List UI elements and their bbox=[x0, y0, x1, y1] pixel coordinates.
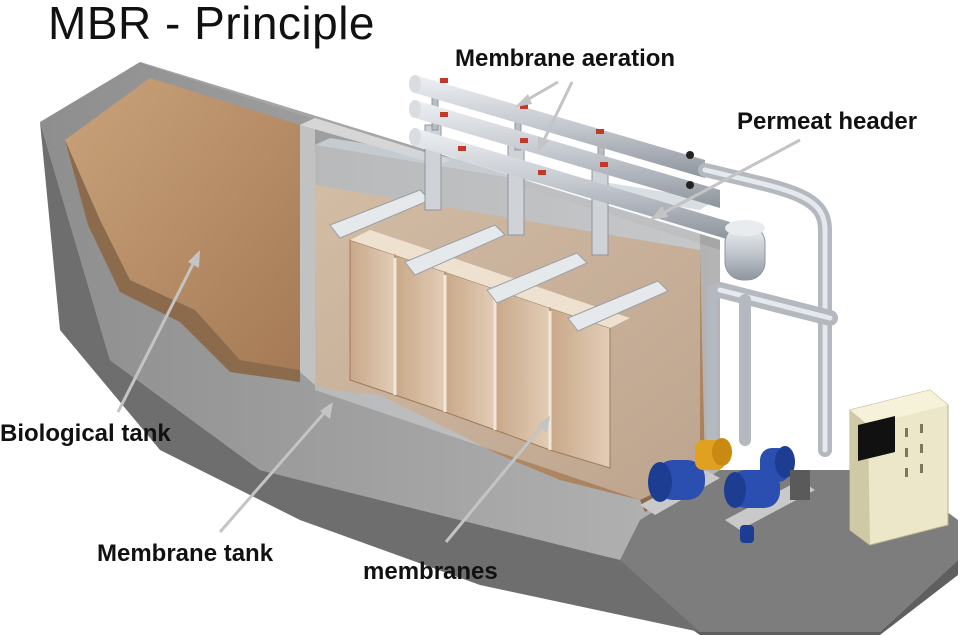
arrow-membrane-aeration-left bbox=[515, 80, 559, 107]
permeate-vessel bbox=[724, 220, 766, 281]
label-membrane-tank: Membrane tank bbox=[97, 540, 274, 567]
support-beams bbox=[329, 189, 669, 332]
arrow-membranes bbox=[444, 416, 550, 543]
label-biological-tank: Biological tank bbox=[0, 420, 171, 447]
membrane-module bbox=[349, 230, 415, 396]
callout-arrows bbox=[116, 80, 801, 543]
membrane-modules bbox=[349, 230, 630, 469]
label-permeat-header: Permeat header bbox=[737, 108, 918, 135]
biological-tank-sludge bbox=[65, 78, 300, 382]
page-title: MBR - Principle bbox=[48, 0, 376, 49]
pump-left bbox=[640, 438, 732, 515]
return-pipes bbox=[698, 163, 838, 460]
arrow-membrane-tank bbox=[218, 402, 333, 533]
label-membrane-aeration: Membrane aeration bbox=[455, 45, 676, 72]
pump-right bbox=[724, 446, 815, 543]
header-pipes bbox=[409, 75, 730, 240]
control-cabinet bbox=[849, 389, 949, 546]
arrow-permeat-header bbox=[650, 138, 801, 220]
arrow-membrane-aeration-right bbox=[538, 81, 574, 152]
arrow-biological-tank bbox=[116, 250, 200, 413]
label-membranes: membranes bbox=[363, 558, 498, 585]
membrane-module bbox=[444, 262, 515, 431]
